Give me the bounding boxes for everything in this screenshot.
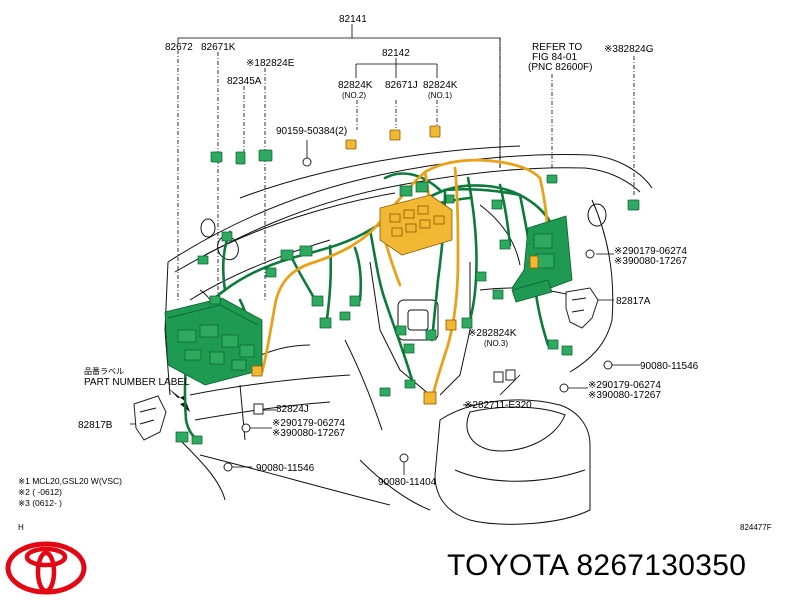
center-junction-block <box>379 181 453 256</box>
label-82672: 82672 <box>165 42 193 53</box>
label-82824K-no2: 82824K <box>338 80 373 91</box>
label-refer-to: REFER TO <box>532 42 582 53</box>
part-callouts: 82141 82672 82671K ※182824E 82345A 82142… <box>18 14 772 532</box>
note-1: ※1 MCL20,GSL20 W(VSC) <box>18 476 122 486</box>
label-82817A: 82817A <box>616 296 651 307</box>
label-no1: (NO.1) <box>428 91 452 100</box>
label-82345A: 82345A <box>227 76 262 87</box>
label-82671J: 82671J <box>385 80 418 91</box>
label-82824K-no1: 82824K <box>423 80 458 91</box>
floor-console-outline <box>179 399 591 525</box>
clip-82824K-no3 <box>493 369 516 383</box>
label-part-number-label: PART NUMBER LABEL <box>84 377 190 388</box>
label-90080-17267-b: ※390080-17267 <box>588 390 661 401</box>
label-82711-E320: ※282711-E320 <box>464 400 532 411</box>
label-90179-06274-b: ※290179-06274 <box>588 380 661 391</box>
figure-code: 824477F <box>740 523 772 532</box>
label-90080-17267-a: ※390080-17267 <box>614 256 687 267</box>
right-ecu-block <box>511 215 573 303</box>
label-82824G: ※382824G <box>604 44 654 55</box>
label-82824K-no3: ※282824K <box>468 328 517 339</box>
left-junction-block <box>164 297 263 386</box>
label-82824J: 82824J <box>276 404 309 415</box>
note-2: ※2 ( -0612) <box>18 487 62 497</box>
label-refer-fig: FIG 84-01 <box>532 52 577 63</box>
label-90179-06274-a: ※290179-06274 <box>614 246 687 257</box>
label-90080-11546-left: 90080-11546 <box>256 463 315 474</box>
note-3: ※3 (0612- ) <box>18 498 62 508</box>
fastener-bolts <box>223 157 613 472</box>
label-part-number-jp: 品番ラベル <box>84 366 124 376</box>
label-82824E: ※182824E <box>246 58 295 69</box>
label-82142: 82142 <box>382 48 410 59</box>
label-82817B: 82817B <box>78 420 113 431</box>
brand-part-number: TOYOTA 8267130350 <box>447 549 747 582</box>
toyota-logo-icon <box>5 541 87 595</box>
label-90080-17267-c: ※390080-17267 <box>272 428 345 439</box>
harness-connectors <box>175 125 640 445</box>
label-82141: 82141 <box>339 14 367 25</box>
clip-82824J <box>253 403 264 415</box>
label-no3: (NO.3) <box>484 339 508 348</box>
bracket-82817B <box>133 395 167 441</box>
label-82671K: 82671K <box>201 42 236 53</box>
label-refer-pnc: (PNC 82600F) <box>528 62 592 73</box>
corner-mark: H <box>18 523 24 532</box>
label-90080-11404: 90080-11404 <box>378 477 437 488</box>
label-no2: (NO.2) <box>342 91 366 100</box>
label-90159-50384: 90159-50384(2) <box>276 126 347 137</box>
bracket-82817A <box>565 287 599 329</box>
label-90080-11546-right: 90080-11546 <box>640 361 699 372</box>
label-90179-06274-c: ※290179-06274 <box>272 418 345 429</box>
